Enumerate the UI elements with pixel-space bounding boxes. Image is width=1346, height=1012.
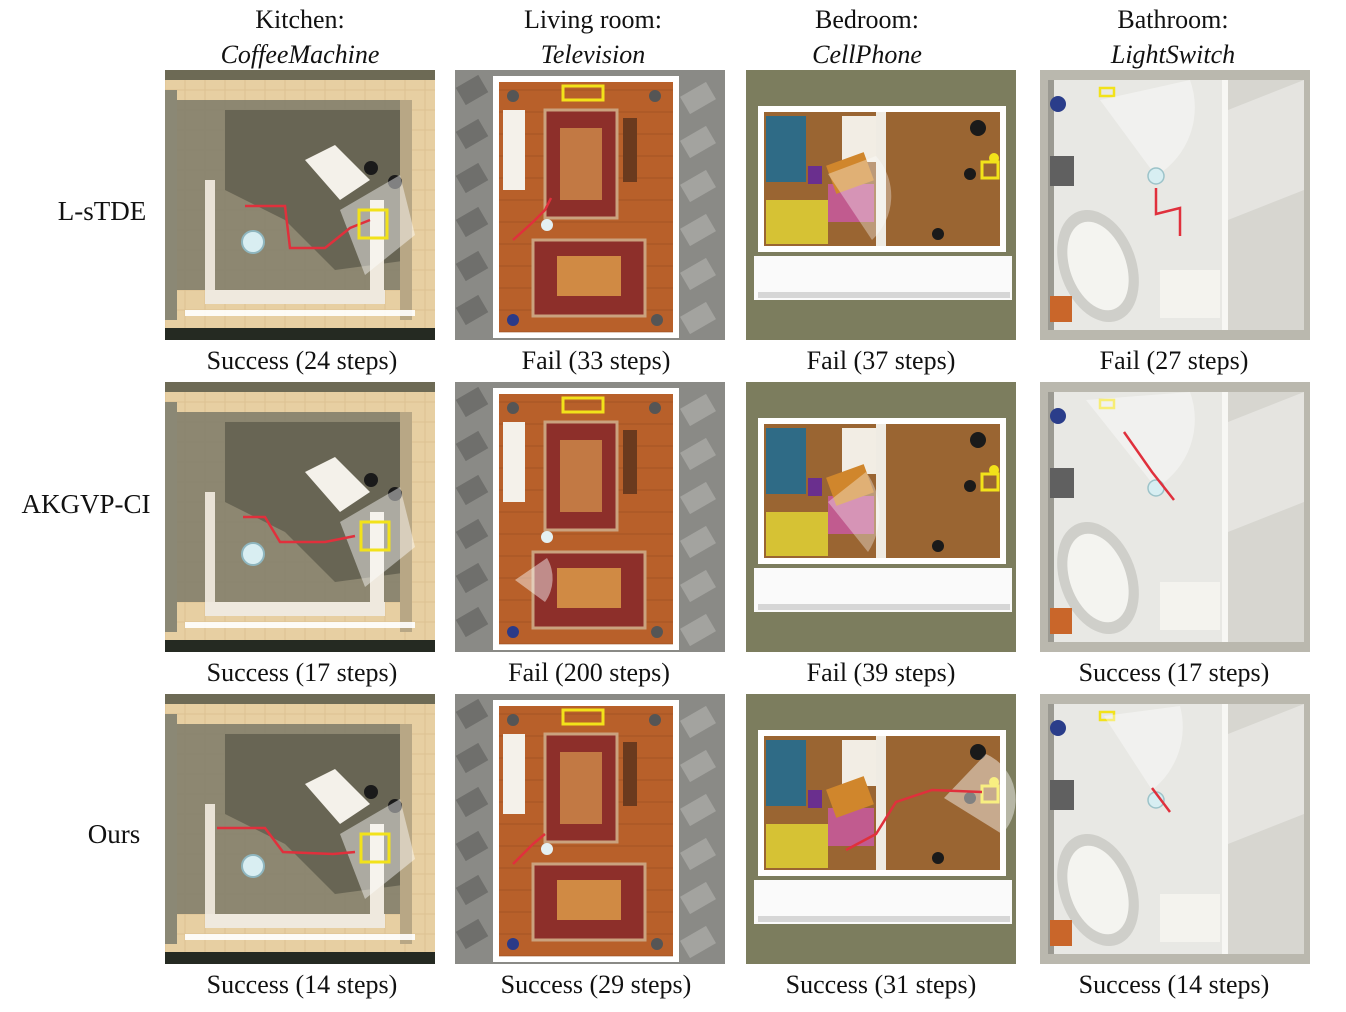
row-label-ours: Ours [87,819,141,849]
scene-image-l-stde-kitchen [165,70,435,340]
room-name: Kitchen: [255,5,345,34]
caption-r1-kitchen: Success (17 steps) [206,658,398,687]
caption-r2-bathroom: Success (14 steps) [1078,970,1270,999]
column-header-bedroom: Bedroom: CellPhone [717,2,1017,72]
scene-image-ours-bedroom [746,694,1016,964]
caption-r1-bathroom: Success (17 steps) [1078,658,1270,687]
scene-image-akgvp-ci-kitchen [165,382,435,652]
room-name: Bathroom: [1117,5,1229,34]
scene-image-akgvp-ci-bedroom [746,382,1016,652]
scene-image-ours-kitchen [165,694,435,964]
scene-image-l-stde-living-room [455,70,725,340]
target-object: Television [540,40,646,69]
row-label-akgvp-ci: AKGVP-CI [21,489,151,519]
scene-image-ours-bathroom [1040,694,1310,964]
scene-image-l-stde-bathroom [1040,70,1310,340]
target-object: CellPhone [812,40,922,69]
room-name: Bedroom: [815,5,919,34]
scene-image-akgvp-ci-bathroom [1040,382,1310,652]
target-object: CoffeeMachine [220,40,380,69]
column-header-bathroom: Bathroom: LightSwitch [1023,2,1323,72]
scene-image-akgvp-ci-living-room [455,382,725,652]
column-header-kitchen: Kitchen: CoffeeMachine [150,2,450,72]
caption-r2-living: Success (29 steps) [500,970,692,999]
caption-r0-bedroom: Fail (37 steps) [806,346,956,375]
scene-image-ours-living-room [455,694,725,964]
caption-r0-bathroom: Fail (27 steps) [1099,346,1249,375]
scene-image-l-stde-bedroom [746,70,1016,340]
caption-r2-kitchen: Success (14 steps) [206,970,398,999]
row-label-l-stde: L-sTDE [57,196,147,226]
caption-r1-bedroom: Fail (39 steps) [806,658,956,687]
target-object: LightSwitch [1110,40,1236,69]
caption-r1-living: Fail (200 steps) [508,658,670,687]
caption-r0-living: Fail (33 steps) [521,346,671,375]
column-header-living-room: Living room: Television [443,2,743,72]
caption-r2-bedroom: Success (31 steps) [785,970,977,999]
room-name: Living room: [524,5,662,34]
caption-r0-kitchen: Success (24 steps) [206,346,398,375]
